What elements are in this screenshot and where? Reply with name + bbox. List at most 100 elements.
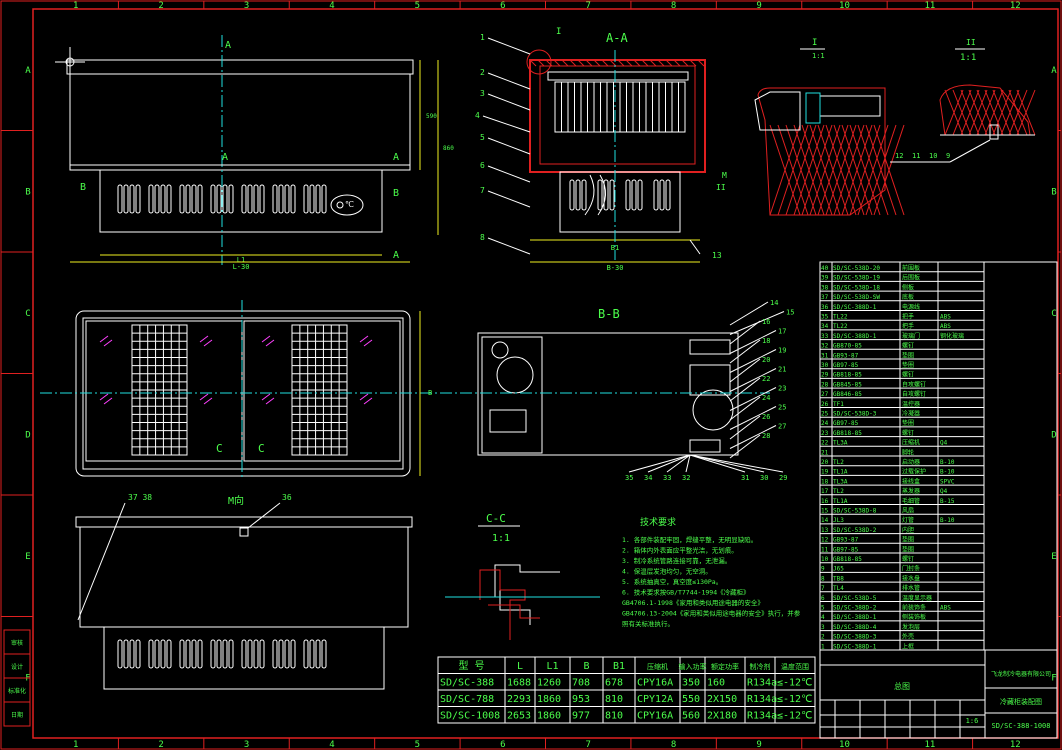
bom-code: SD/SC-538D-19 xyxy=(833,275,880,282)
section-cc-scale: 1:1 xyxy=(492,533,510,544)
foam-hatch xyxy=(649,59,657,67)
bom-code: GB870-85 xyxy=(833,343,862,350)
detail-i-hatch xyxy=(777,124,809,216)
bom-code: TL1A xyxy=(833,498,848,505)
bom-name: 排水管 xyxy=(902,584,920,592)
m-vent-slot xyxy=(284,639,290,669)
bom-code: GB97-85 xyxy=(833,420,859,427)
notes-line: 6. 技术要求按GB/T7744-1994《冷藏柜》 xyxy=(622,588,750,597)
bom-index: 10 xyxy=(821,556,829,563)
aa-vent-slot xyxy=(625,179,631,211)
leader-bb-bottom xyxy=(689,454,765,473)
spec-cell: 160 xyxy=(707,678,725,689)
bom-material: ABS xyxy=(940,323,951,330)
bom-code: GB93-87 xyxy=(833,537,859,544)
spec-header: 额定功率 xyxy=(711,662,739,671)
vent-slot xyxy=(247,184,253,214)
bom-code: GB818-85 xyxy=(833,556,862,563)
bom-index: 5 xyxy=(821,605,825,612)
detail-ii-screw xyxy=(989,124,999,140)
vent-slot xyxy=(154,184,160,214)
leader-aa xyxy=(487,165,531,183)
vent-slot xyxy=(129,184,135,214)
aa-m-mark: M xyxy=(722,171,727,180)
vent-slot xyxy=(272,184,278,214)
glass-hatch xyxy=(199,393,209,401)
spec-cell: R134a xyxy=(747,711,777,722)
aa-vent-slot xyxy=(575,179,581,211)
aa-vent-slot xyxy=(659,179,665,211)
m-vent-group xyxy=(148,639,172,669)
balloon-bb-bottom: 32 xyxy=(682,474,690,482)
m-lid xyxy=(75,516,413,528)
bom-code: SD/SC-388D-4 xyxy=(833,624,877,631)
detail-ii-leader xyxy=(949,139,991,163)
vent-slot xyxy=(185,184,191,214)
vent-louver-group xyxy=(117,184,141,214)
bom-index: 34 xyxy=(821,323,829,330)
bom-code: SD/SC-388D-1 xyxy=(833,643,877,650)
detail-i-hatch xyxy=(841,124,873,216)
glass-hatch xyxy=(359,335,369,343)
leader-bb-bottom xyxy=(689,454,784,473)
dim-label-h2: 860 xyxy=(443,145,454,152)
m-vent-slot xyxy=(160,639,166,669)
bom-name: 侧板 xyxy=(902,283,914,291)
grid-row-label-left: C xyxy=(25,309,30,319)
glass-door-right xyxy=(243,320,401,462)
vent-slot xyxy=(303,184,309,214)
spec-header: L1 xyxy=(546,661,558,672)
bom-code: TL4 xyxy=(833,585,844,592)
balloon-37-38: 37 38 xyxy=(128,493,152,502)
spec-cell: 2X180 xyxy=(707,711,737,722)
vent-slot xyxy=(166,184,172,214)
bom-code: SD/SC-388D-3 xyxy=(833,634,877,641)
bom-name: 外壳 xyxy=(902,633,914,641)
balloon-bb: 27 xyxy=(778,423,786,431)
controller-knob xyxy=(336,201,344,209)
spec-header: 型 号 xyxy=(458,659,484,672)
dim-label-l1: L1 xyxy=(237,256,245,264)
foam-hatch xyxy=(569,59,577,67)
bom-index: 27 xyxy=(821,391,829,398)
bom-index: 20 xyxy=(821,459,829,466)
bom-index: 36 xyxy=(821,304,829,311)
spec-cell: 1688 xyxy=(507,678,531,689)
m-vent-slot xyxy=(135,639,141,669)
balloon-bb: 21 xyxy=(778,366,786,374)
grid-col-label-bottom: 7 xyxy=(585,740,590,750)
bom-index: 19 xyxy=(821,469,829,476)
leader-bb xyxy=(729,396,761,421)
balloon-bb-bottom: 30 xyxy=(760,474,768,482)
bom-name: 接线盒 xyxy=(902,477,920,485)
spec-cell: 977 xyxy=(572,711,590,722)
foam-hatch xyxy=(697,59,705,67)
m-vent-group xyxy=(117,639,141,669)
grid-col-label-top: 7 xyxy=(585,1,590,11)
grid-row-label-right: C xyxy=(1051,309,1056,319)
bom-code: TL22 xyxy=(833,323,848,330)
spec-header: B xyxy=(583,661,589,672)
spec-cell: 2653 xyxy=(507,711,531,722)
bom-code: GB97-85 xyxy=(833,546,859,553)
glass-hatch xyxy=(99,335,109,343)
bom-index: 25 xyxy=(821,411,829,418)
glass-hatch xyxy=(261,393,271,401)
bom-name: 温控器 xyxy=(902,400,920,408)
spec-cell: SD/SC-788 xyxy=(440,694,494,705)
detail-ii-hatch xyxy=(1000,89,1020,136)
bom-name: 门封条 xyxy=(902,565,920,573)
bom-name: 侧装饰板 xyxy=(902,613,926,621)
detail-i-marker xyxy=(526,49,552,75)
foam-hatch xyxy=(617,59,625,67)
detail-i-seal xyxy=(805,92,821,124)
bom-name: 垫圈 xyxy=(902,536,914,544)
bb-light-box xyxy=(689,339,731,355)
bom-name: 螺钉 xyxy=(902,555,914,563)
detail-i-hatch xyxy=(769,124,801,216)
m-vent-slot xyxy=(222,639,228,669)
leader-bb xyxy=(729,339,761,364)
grid-row-label-right: E xyxy=(1051,552,1056,562)
